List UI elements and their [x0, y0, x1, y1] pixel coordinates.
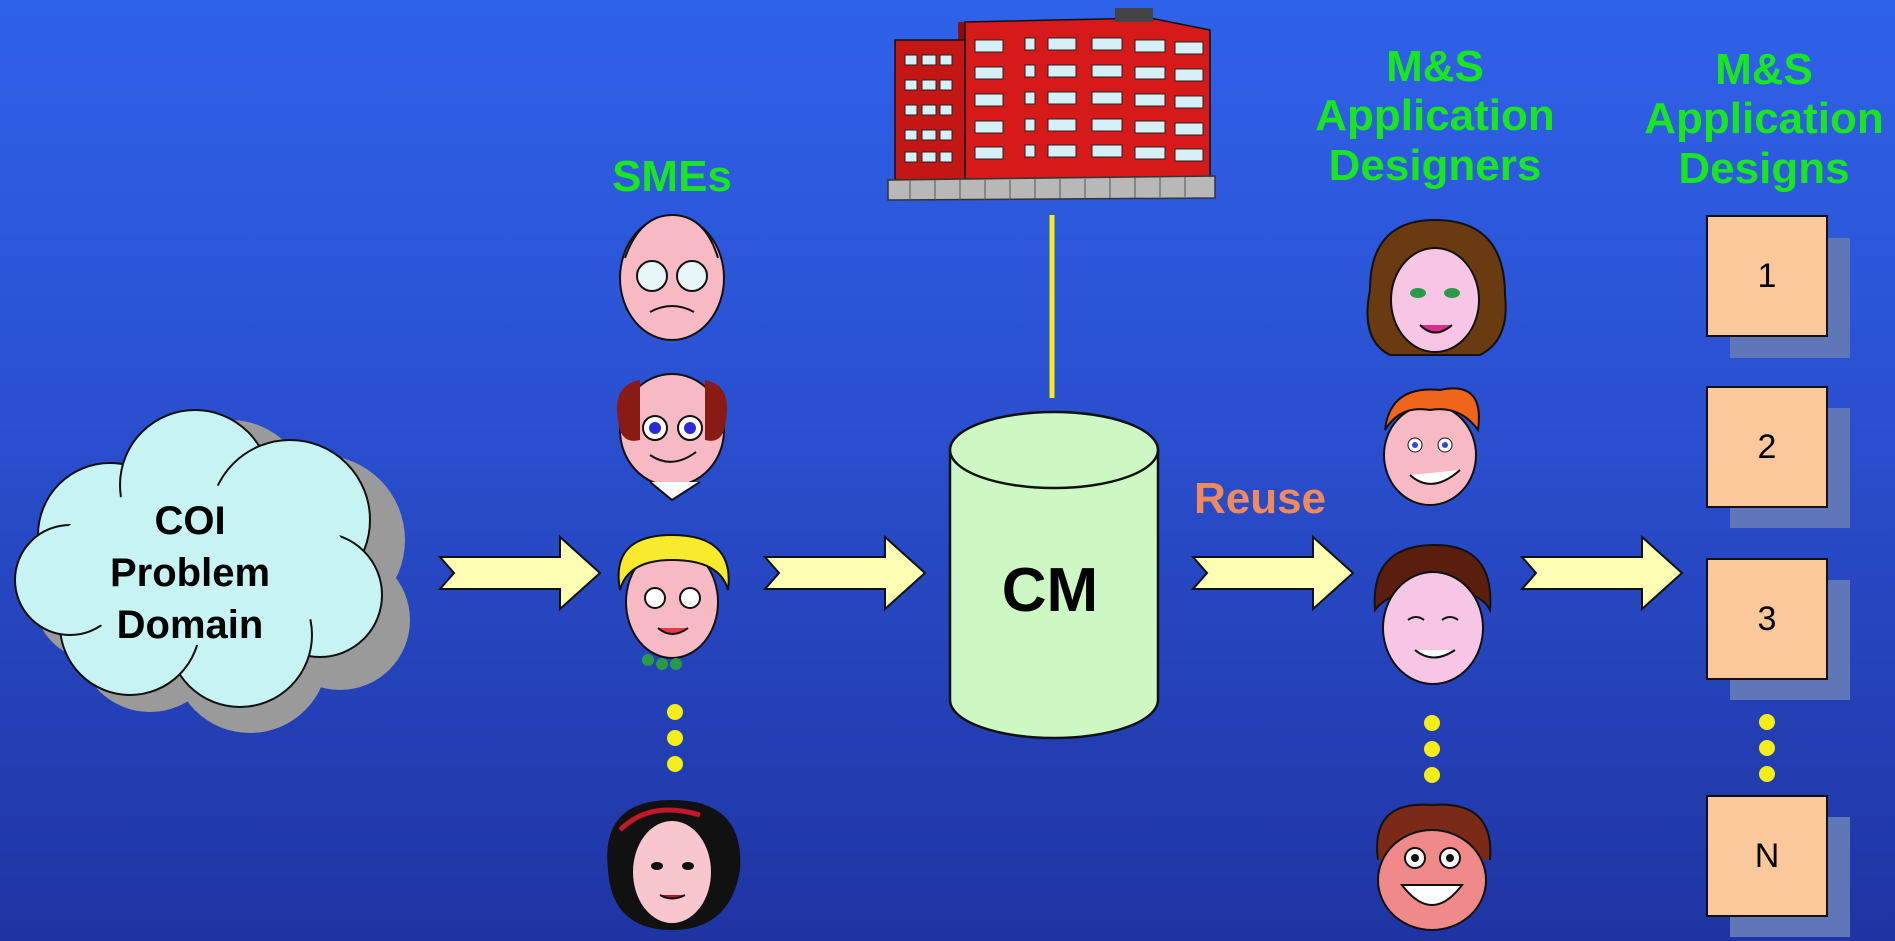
ellipsis-dots: [1424, 715, 1440, 783]
arrow-to-designs: [1521, 536, 1683, 610]
sme-face-2: [616, 373, 728, 502]
arrow-reuse: [1192, 536, 1354, 610]
design-box-n: N: [1706, 795, 1828, 917]
arrow-to-cm: [764, 536, 926, 610]
reuse-label: Reuse: [1193, 474, 1327, 523]
sme-face-4: [607, 800, 741, 930]
designers-label: M&S Application Designers: [1300, 42, 1570, 190]
designer-face-2: [1383, 387, 1480, 506]
arrow-to-smes: [439, 536, 601, 610]
repository-label: CM: [1001, 556, 1099, 625]
design-box-2: 2: [1706, 386, 1828, 508]
design-box-1: 1: [1706, 215, 1828, 337]
source-line-2: Problem: [109, 551, 271, 595]
designs-line-3: Designs: [1678, 143, 1850, 193]
designer-face-3: [1373, 543, 1492, 685]
designers-line-1: M&S: [1386, 42, 1484, 91]
source-line-3: Domain: [116, 603, 264, 647]
office-building-icon: [887, 8, 1216, 201]
sme-face-3: [617, 533, 730, 670]
designs-line-1: M&S: [1715, 45, 1813, 94]
smes-label: SMEs: [612, 152, 732, 201]
ellipsis-dots: [667, 704, 683, 772]
designs-line-2: Application: [1644, 94, 1884, 144]
source-line-1: COI: [154, 499, 226, 543]
designers-line-3: Designers: [1328, 140, 1542, 190]
designer-face-4: [1376, 803, 1492, 931]
database-cylinder-icon: [948, 410, 1160, 740]
designers-line-2: Application: [1315, 91, 1555, 141]
source-label: COI Problem Domain: [70, 495, 310, 651]
designs-label: M&S Application Designs: [1633, 45, 1895, 193]
sme-face-1: [619, 213, 725, 341]
ellipsis-dots: [1759, 714, 1775, 782]
design-box-3: 3: [1706, 558, 1828, 680]
designer-face-1: [1366, 218, 1507, 356]
